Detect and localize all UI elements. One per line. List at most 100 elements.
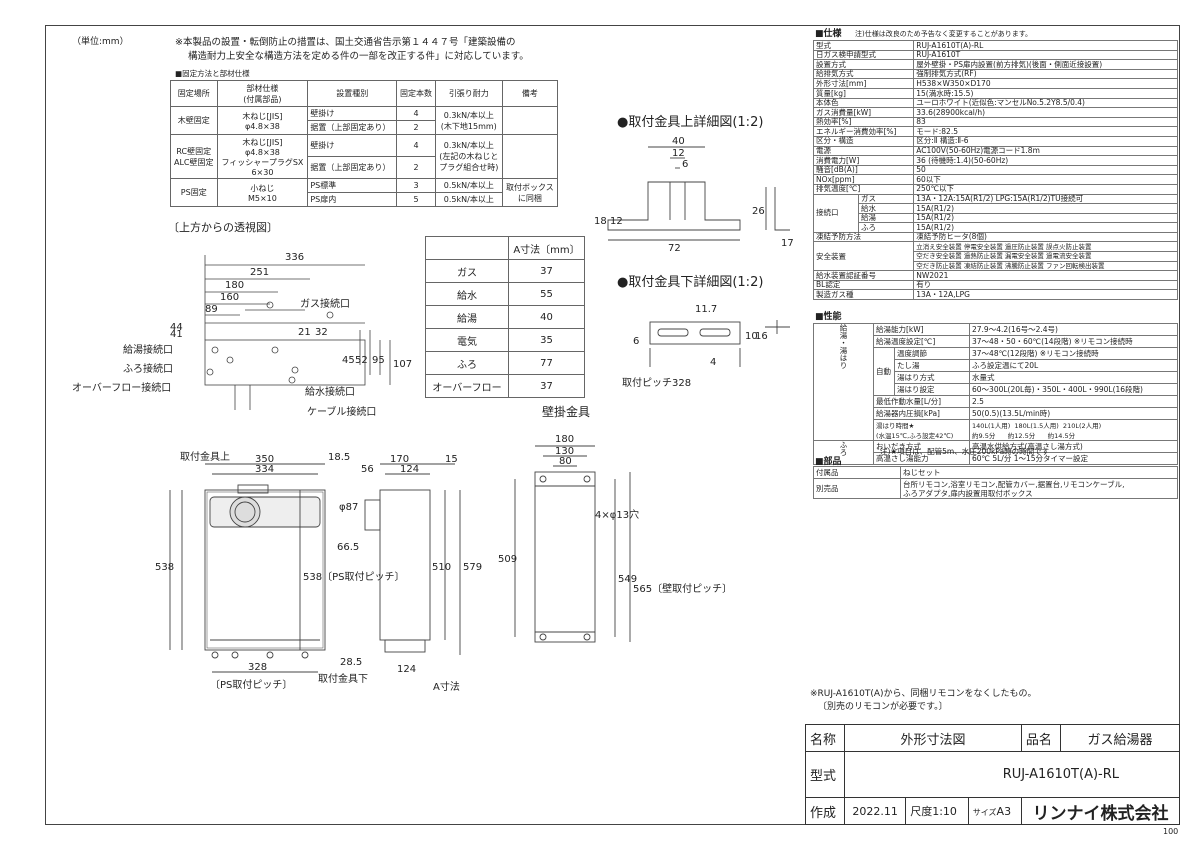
spec-value: 15(満水時:15.5) [913,87,1178,99]
spec-key: 製造ガス種 [812,289,915,301]
perf-furo-label: ふろ [813,440,874,465]
spec-value: NW2021 [913,270,1178,281]
fix-remark [501,134,559,179]
dim: 52 [355,355,368,366]
fix-type: PS標準 [307,178,398,193]
tb-size-value: A3 [996,804,1012,818]
dim: 509 [498,554,517,565]
tb-scale-label: 尺度 [910,805,933,818]
perf-value: 60℃ 5L/分 1～15分タイマー設定 [969,452,1178,465]
spec-key: 電源 [812,145,915,157]
dim: 56 [361,464,374,475]
dim: 350 [255,454,274,465]
conn-label: ふろ接続口 [123,362,173,375]
perf-key: 高温さし湯能力 [873,452,970,465]
perf-value: 140L(1人用) 180L(1.5人用) 210L(2人用) 約9.5分 約1… [969,419,1178,441]
note-line1: ※本製品の設置・転倒防止の措置は、国土交通省告示第１４４７号「建築設備の [175,37,516,48]
spec-value: 13A・12A,LPG [913,289,1178,301]
spec-key: BL認定 [812,279,915,291]
perf-note: 注)★項目は、配管5m、水圧200kPa時の時間です [880,447,1050,456]
fix-spec: 小ねじ M5×10 [216,178,309,207]
dim: 565〔壁取付ピッチ〕 [633,582,732,595]
wall-bracket-drawing: 180 130 80 509 549 565〔壁取付ピッチ〕 4×φ13穴 [498,434,732,643]
a-dim-value: 55 [508,282,585,306]
spec-key: 熱効率[%] [812,116,915,128]
spec-value: 15A(R1/2) [913,212,1178,224]
bottom-note-1: ※RUJ-A1610T(A)から、同梱リモコンをなくしたもの。 [810,689,1037,699]
fix-header: 部材仕様 (付属部品) [216,80,309,107]
bottom-note-2: 〔別売のリモコンが必要です。〕 [818,702,948,712]
perf-auto-label: 自動 [873,347,895,396]
spec-key: 区分・構造 [812,135,915,147]
fix-count: 4 [396,134,436,157]
tb-item-label: 品名 [1020,724,1061,752]
dim: 28.5 [340,657,362,668]
front-view-drawing: 350 334 18.5 538 328 538〔PS取付ピッチ〕 取付金具上 … [155,450,404,691]
perf-value: 水量式 [969,371,1178,384]
a-dim-value: 37 [508,374,585,398]
perf-key: たし湯 [894,359,970,372]
dim: 130 [555,446,574,457]
tb-size: サイズA3 [967,797,1022,825]
spec-value: 屋外壁掛・PS扉内設置(前方排気)(後面・側面近接設置) [913,59,1178,70]
spec-key: 給水装置認証番号 [812,270,915,281]
fix-strength: 0.3kN/本以上 (左記の木ねじと プラグ組合せ時) [434,134,503,179]
tb-name-value: 外形寸法図 [844,724,1022,752]
dim: 32 [315,327,328,338]
tb-made-label: 作成 [805,797,845,825]
spec-subkey: ガス [857,193,915,205]
fix-strength: 0.3kN/本以上 (木下地15mm) [434,106,503,135]
label-bracket-bottom: 取付金具下 [318,672,368,685]
dim: 6 [682,159,688,170]
perf-key: 給湯能力[kW] [873,323,970,336]
fixing-title: ■固定方法と部材仕様 [175,69,250,78]
dim: 510 [432,562,451,573]
title-block: 名称 外形寸法図 品名 ガス給湯器 型式 RUJ-A1610T(A)-RL 作成… [805,724,1181,825]
dim: 170 [390,454,409,465]
tb-item-value: ガス給湯器 [1059,724,1181,752]
parts-key: 付属品 [813,466,901,479]
pitch-label: 取付ピッチ328 [622,376,691,389]
fix-remark: 取付ボックス に同梱 [501,178,559,207]
spec-key: 設置方式 [812,59,915,70]
parts-table: 付属品ねじセット 別売品台所リモコン,浴室リモコン,配管カバー,据置台,リモコン… [813,466,1178,499]
dim: 11.7 [695,304,717,315]
spec-value: 15A(R1/2) [913,222,1178,233]
perf-value: ふろ設定温にて20L [969,359,1178,372]
perf-value: 27.9～4.2(16号～2.4号) [969,323,1178,336]
tb-company: リンナイ株式会社 [1020,797,1181,825]
spec-subkey: 給湯 [857,212,915,224]
fix-spec: 木ねじ[JIS] φ4.8×38 フィッシャープラグSX 6×30 [216,134,309,179]
spec-safety-item: 空だき安全装置 過熱防止装置 漏電安全装置 過電流安全装置 [913,251,1178,262]
perf-key: 温度調節 [894,347,970,360]
dim: 10 [745,331,758,342]
a-dim-label: 給湯 [425,305,509,329]
spec-value: 36 (待機時:1.4)(50-60Hz) [913,155,1178,166]
a-dim-value: 40 [508,305,585,329]
fix-count: 2 [396,120,436,135]
fix-type: PS扉内 [307,192,398,207]
spec-value: RUJ-A1610T(A)-RL [913,40,1178,51]
parts-title: ■部品 [815,457,842,467]
dim: 18 [594,216,607,227]
perf-key: 湯はり時間★ (水温15℃,ふろ設定42℃) [873,419,970,441]
spec-subkey: 給水 [857,203,915,214]
spec-value: ユーロホワイト(近似色:マンセルNo.5.2Y8.5/0.4) [913,97,1178,109]
perf-key: 給湯器内圧損[kPa] [873,407,970,420]
dim: 334 [255,464,274,475]
side-view-drawing: 170 124 15 56 66.5 510 579 28.5 124 A寸法 … [337,454,482,693]
a-dim-label: 電気 [425,328,509,352]
parts-value: ねじセット [900,466,1178,479]
fix-header: 備考 [501,80,559,107]
fix-count: 3 [396,178,436,193]
wall-bracket-title: 壁掛金具 [542,405,591,419]
spec-key: 給排気方式 [812,68,915,80]
dim: 328 [248,662,267,673]
dim: 16 [755,331,768,342]
dim: 336 [285,252,304,263]
perf-table: 給湯・湯はり給湯能力[kW]27.9～4.2(16号～2.4号)給湯温度設定[℃… [813,323,1178,465]
dim: φ87 [339,502,358,513]
spec-key: 外形寸法[mm] [812,78,915,89]
dim: 26 [752,206,765,217]
spec-value: モード:82.5 [913,126,1178,137]
